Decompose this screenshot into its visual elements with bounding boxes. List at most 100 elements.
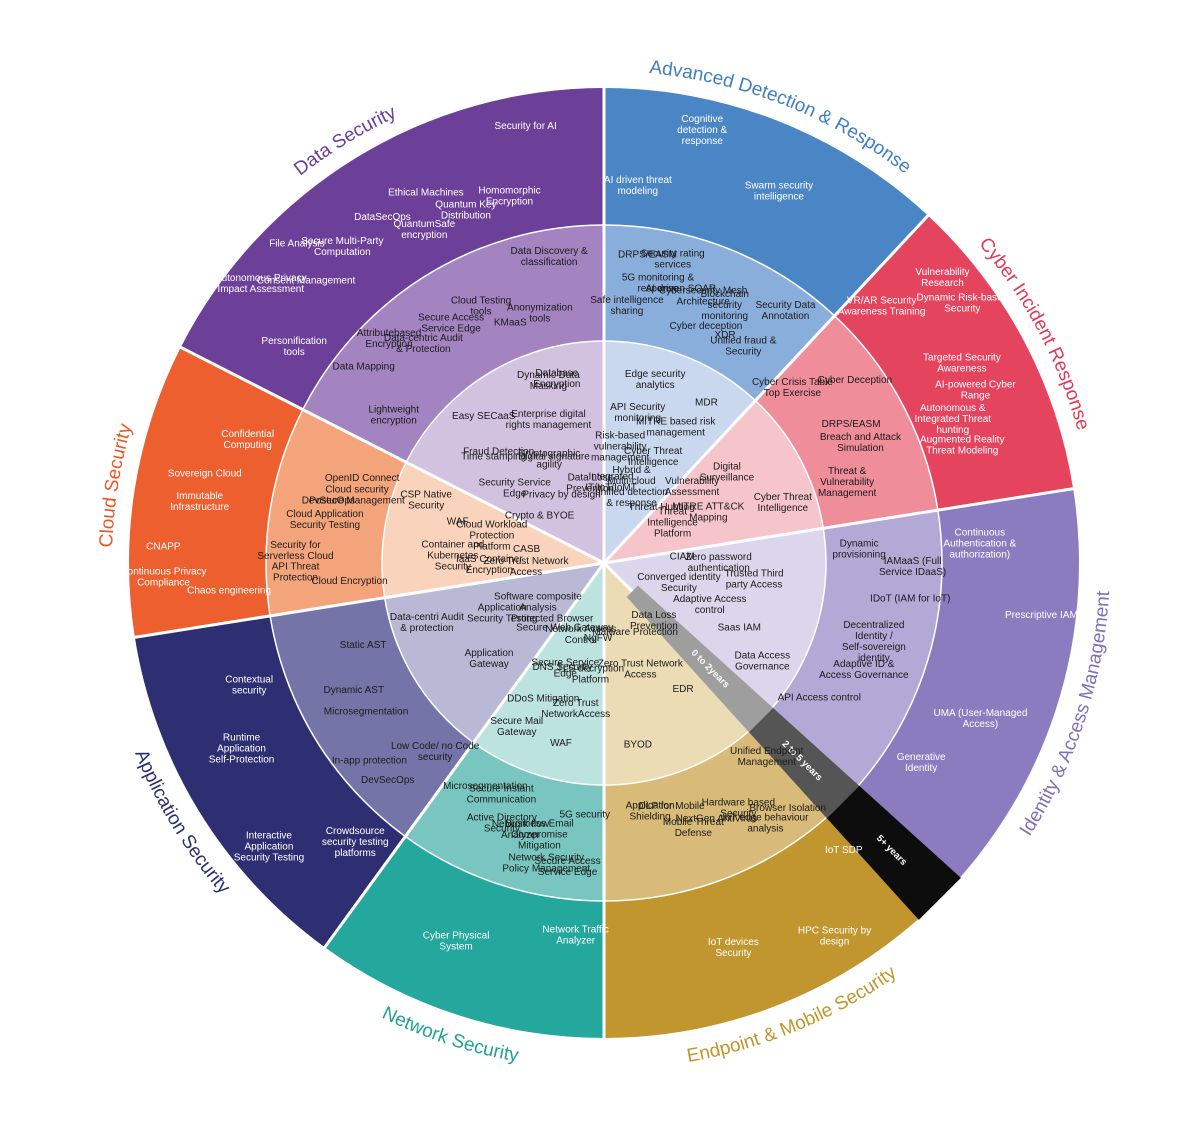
item-text-line: security (232, 685, 266, 696)
item-text-line: File Analysis (269, 239, 325, 250)
item-text-line: Adaptive ID & (833, 659, 894, 670)
item-text-line: Active Directory (467, 812, 537, 823)
item-text-line: Cloud Workload (456, 520, 527, 531)
dat-middle-item: KMaaS (494, 318, 527, 329)
item-text-line: NetworkAccess (541, 709, 610, 720)
item-text-line: Container and (421, 539, 484, 550)
item-text-line: Autonomous Privacy (215, 273, 307, 284)
item-text-line: Intelligence (628, 457, 679, 468)
cld-middle-item: DevSecOps (302, 495, 355, 506)
iam-outer-ring-sector (843, 488, 1079, 899)
item-text-line: Trusted Third (725, 568, 784, 579)
item-text-line: tools (529, 313, 550, 324)
item-text-line: Anonymization (507, 302, 573, 313)
item-text-line: Intelligence (647, 517, 698, 528)
item-text-line: Edge (554, 669, 578, 680)
item-text-line: Autonomous & (920, 403, 986, 414)
item-text-line: Management (818, 488, 877, 499)
item-text-line: Encryption (365, 339, 412, 350)
item-text-line: Decentralized (843, 620, 904, 631)
item-text-line: security (708, 300, 742, 311)
item-text-line: Network Access (545, 624, 616, 635)
net-middle-item: Microsegmentation (443, 781, 527, 792)
item-text-line: Security Testing (290, 520, 360, 531)
cld-outer-ring-sector (129, 347, 303, 638)
item-text-line: Security (715, 948, 751, 959)
item-text-line: Zero password (686, 552, 752, 563)
item-text-line: Cybersecurity Mesh (659, 286, 747, 297)
item-text-line: & response (606, 498, 657, 509)
item-text-line: MITRE based risk (636, 416, 716, 427)
item-text-line: IAMaaS (Full (884, 556, 942, 567)
item-text-line: Hybrid & (612, 465, 651, 476)
item-text-line: Digital (713, 461, 741, 472)
item-text-line: Distribution (441, 211, 491, 222)
item-text-line: Dynamic Data (517, 370, 580, 381)
item-text-line: Cyber Threat (754, 492, 812, 503)
item-text-line: Business Email (505, 819, 573, 830)
item-text-line: design (820, 936, 849, 947)
item-text-line: IoT devices (708, 937, 759, 948)
time-horizon-segment (748, 707, 860, 819)
item-text-line: Attributebased (357, 328, 422, 339)
net-inner-item: Secure Web Gateway (516, 623, 613, 634)
dat-middle-ring-sector (302, 224, 604, 463)
item-text-line: Network Traffic (542, 925, 609, 936)
cir-outer-ring-sector (834, 215, 1074, 511)
iam-middle-item: IDoT (IAM for IoT) (870, 594, 950, 605)
item-text-line: modeling (618, 186, 659, 197)
item-text-line: Data Discovery & (510, 246, 588, 257)
item-text-line: DevSecOps (361, 775, 414, 786)
app-middle-item: In-app protection (332, 756, 407, 767)
item-text-line: Homomorphic (478, 185, 540, 196)
item-text-line: Security (661, 583, 697, 594)
item-text-line: Access Governance (819, 670, 909, 681)
net-inner-item: WAF (550, 738, 572, 749)
ems-inner-item: EDR (673, 684, 694, 695)
item-text-line: Easy SECaaS (452, 411, 516, 422)
item-text-line: Quantum Key (435, 200, 496, 211)
item-text-line: Network flow (492, 819, 550, 830)
adr-middle-item: Cyber deception (670, 321, 743, 332)
item-text-line: Access (624, 669, 656, 680)
item-text-line: Personification (261, 336, 327, 347)
net-outer-ring-sector (324, 836, 604, 1038)
item-text-line: Cloud Application (286, 509, 363, 520)
item-text-line: Prevention (566, 483, 614, 494)
item-text-line: Research (921, 278, 964, 289)
dat-outer-item: Security for AI (494, 121, 556, 132)
item-text-line: Surveillance (700, 472, 755, 483)
item-text-line: Secure Instant (469, 783, 534, 794)
